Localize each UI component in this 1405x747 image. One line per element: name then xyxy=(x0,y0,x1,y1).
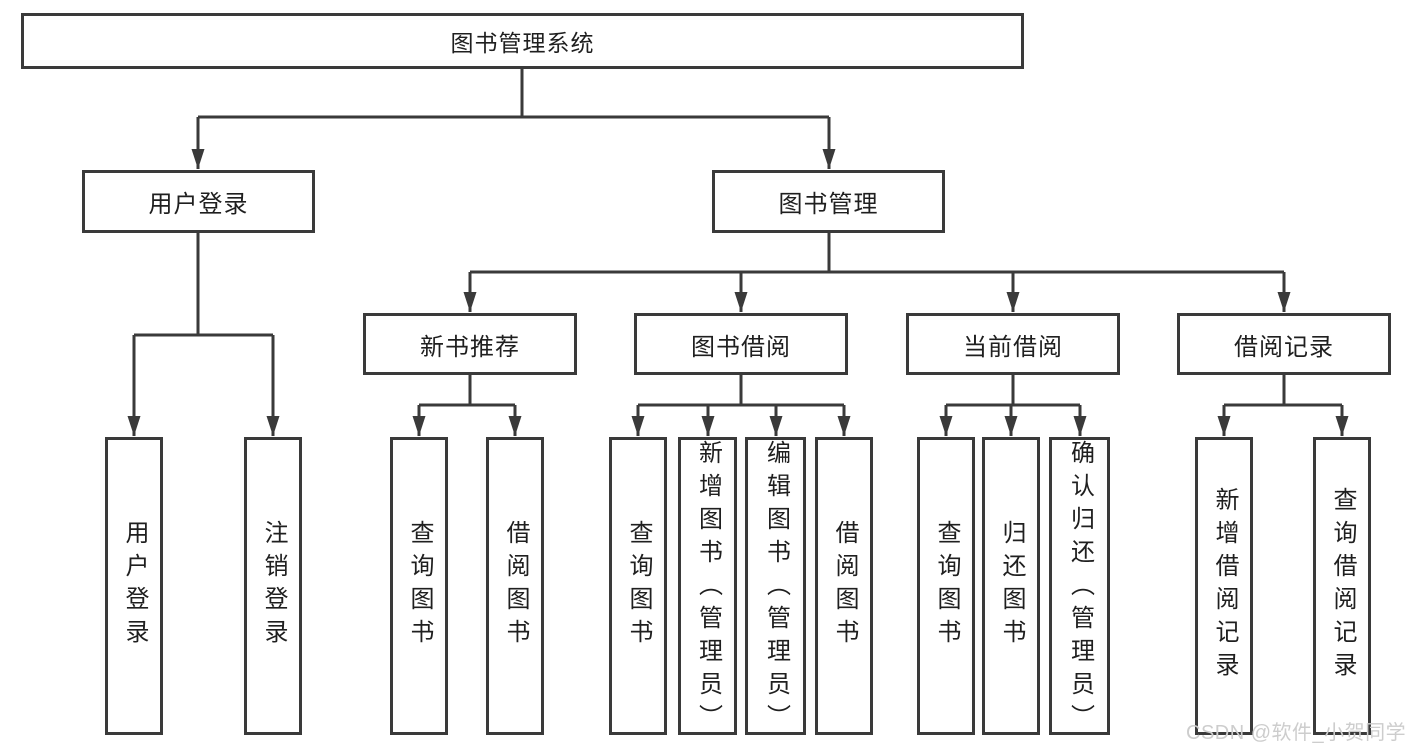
node-borrow-records: 借阅记录 xyxy=(1177,313,1391,375)
leaf-logout: 注销登录 xyxy=(244,437,302,735)
leaf-borrow-edit-book-admin: 编辑图书（管理员） xyxy=(745,437,806,737)
node-user-login: 用户登录 xyxy=(82,170,315,233)
leaf-records-add-record: 新增借阅记录 xyxy=(1195,437,1253,735)
leaf-recommend-borrow-book-label: 借阅图书 xyxy=(502,520,529,652)
leaf-borrow-borrow-book: 借阅图书 xyxy=(815,437,873,735)
leaf-logout-label: 注销登录 xyxy=(260,520,287,652)
leaf-current-query-book-label: 查询图书 xyxy=(933,520,960,652)
node-new-book-recommend: 新书推荐 xyxy=(363,313,577,375)
leaf-current-confirm-return-admin: 确认归还（管理员） xyxy=(1049,437,1110,737)
leaf-borrow-borrow-book-label: 借阅图书 xyxy=(831,520,858,652)
leaf-current-return-book: 归还图书 xyxy=(982,437,1040,735)
node-user-login-label: 用户登录 xyxy=(148,191,249,218)
leaf-borrow-edit-book-admin-label: 编辑图书（管理员） xyxy=(762,440,790,737)
leaf-records-add-record-label: 新增借阅记录 xyxy=(1211,487,1238,685)
node-book-borrow: 图书借阅 xyxy=(634,313,848,375)
leaf-current-return-book-label: 归还图书 xyxy=(998,520,1025,652)
node-new-book-recommend-label: 新书推荐 xyxy=(420,333,520,361)
node-book-management-label: 图书管理 xyxy=(778,191,879,218)
leaf-user-login-label: 用户登录 xyxy=(121,520,148,652)
leaf-recommend-query-book-label: 查询图书 xyxy=(406,520,433,652)
leaf-user-login: 用户登录 xyxy=(105,437,163,735)
csdn-watermark: CSDN @软件_小贺同学 xyxy=(1186,722,1405,744)
node-current-borrow-label: 当前借阅 xyxy=(963,333,1063,361)
node-book-management: 图书管理 xyxy=(712,170,945,233)
leaf-recommend-query-book: 查询图书 xyxy=(390,437,448,735)
leaf-borrow-add-book-admin: 新增图书（管理员） xyxy=(678,437,737,737)
node-root-library-system: 图书管理系统 xyxy=(21,13,1024,69)
leaf-borrow-query-book: 查询图书 xyxy=(609,437,667,735)
node-root-label: 图书管理系统 xyxy=(450,30,595,56)
node-borrow-records-label: 借阅记录 xyxy=(1234,333,1334,361)
leaf-current-confirm-return-admin-label: 确认归还（管理员） xyxy=(1066,440,1094,737)
leaf-current-query-book: 查询图书 xyxy=(917,437,975,735)
leaf-borrow-query-book-label: 查询图书 xyxy=(625,520,652,652)
node-book-borrow-label: 图书借阅 xyxy=(691,333,791,361)
leaf-records-query-record-label: 查询借阅记录 xyxy=(1329,487,1356,685)
leaf-recommend-borrow-book: 借阅图书 xyxy=(486,437,544,735)
leaf-borrow-add-book-admin-label: 新增图书（管理员） xyxy=(694,440,722,737)
leaf-records-query-record: 查询借阅记录 xyxy=(1313,437,1371,735)
node-current-borrow: 当前借阅 xyxy=(906,313,1120,375)
